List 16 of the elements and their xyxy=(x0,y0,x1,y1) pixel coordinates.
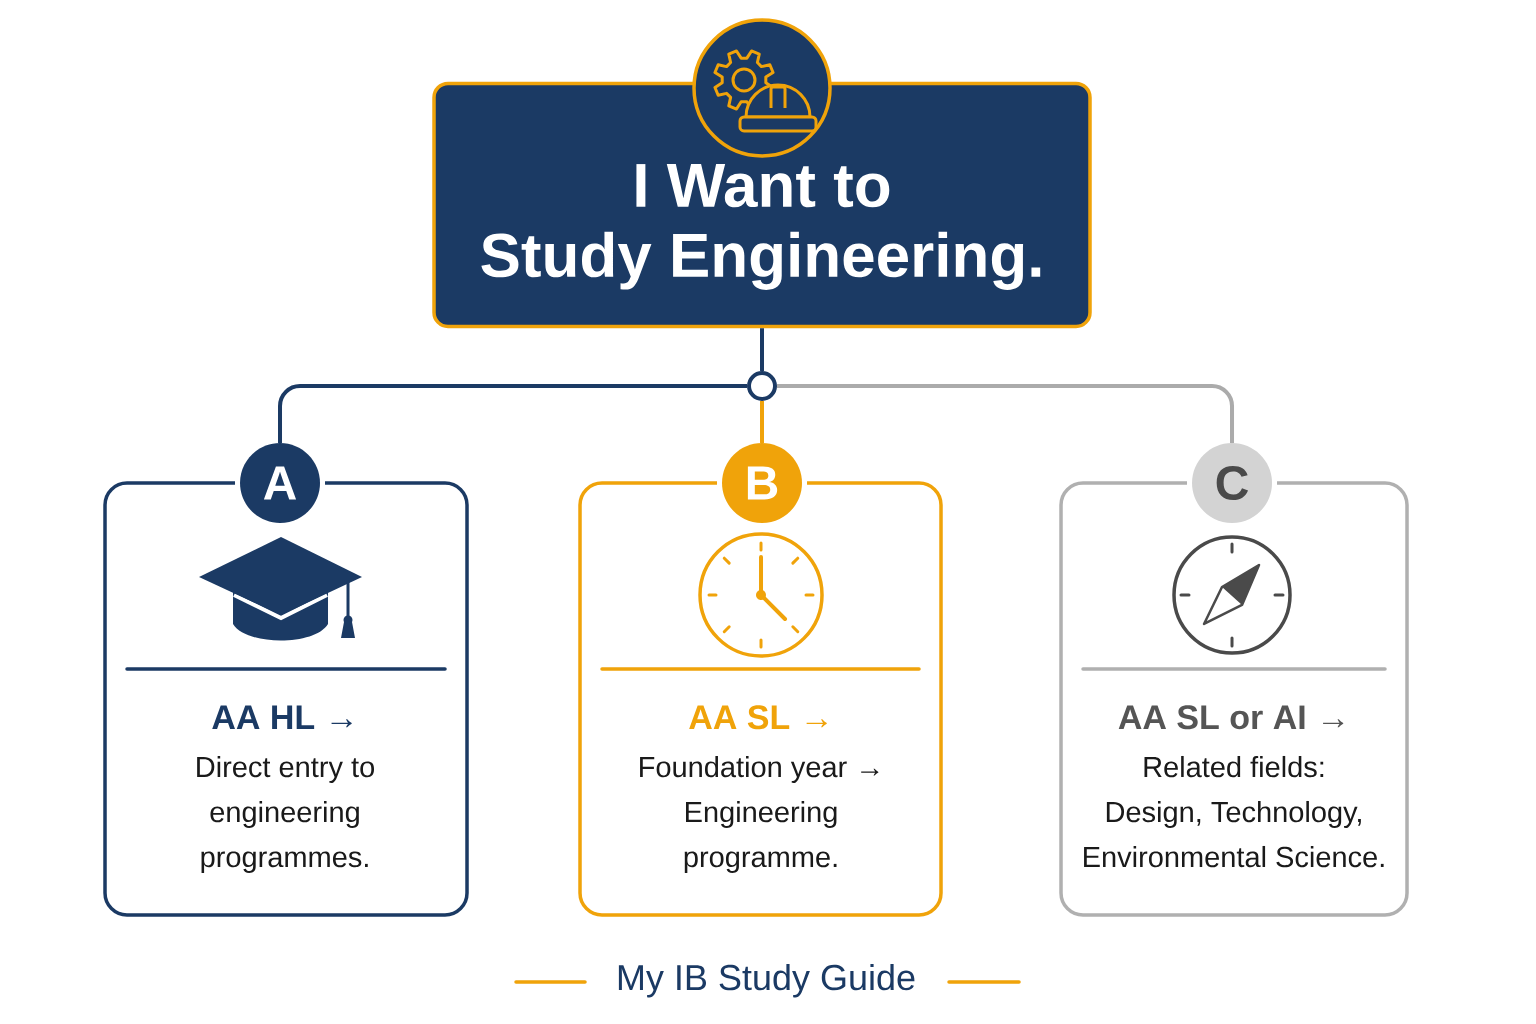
option-heading: AA SL or AI → xyxy=(1118,705,1344,730)
letter-badge: B xyxy=(722,443,802,523)
option-heading: AA SL → xyxy=(689,705,827,730)
connector-line xyxy=(777,384,1234,443)
letter-badge: A xyxy=(240,443,320,523)
junction-dot xyxy=(747,371,777,401)
connector-line xyxy=(760,328,764,371)
option-description: Related fields: Design, Technology, Environmental Science. xyxy=(1084,755,1384,868)
connector-line xyxy=(760,401,764,443)
connector-line xyxy=(278,384,747,443)
option-description: Direct entry to engineering programmes. xyxy=(197,755,374,873)
option-heading: AA HL → xyxy=(212,705,352,729)
option-description: Foundation year → Engineering programme. xyxy=(640,755,879,873)
letter-badge: C xyxy=(1192,443,1272,523)
title-text: I Want to Study Engineering. xyxy=(481,164,1041,290)
caption: My IB Study Guide xyxy=(618,963,915,998)
